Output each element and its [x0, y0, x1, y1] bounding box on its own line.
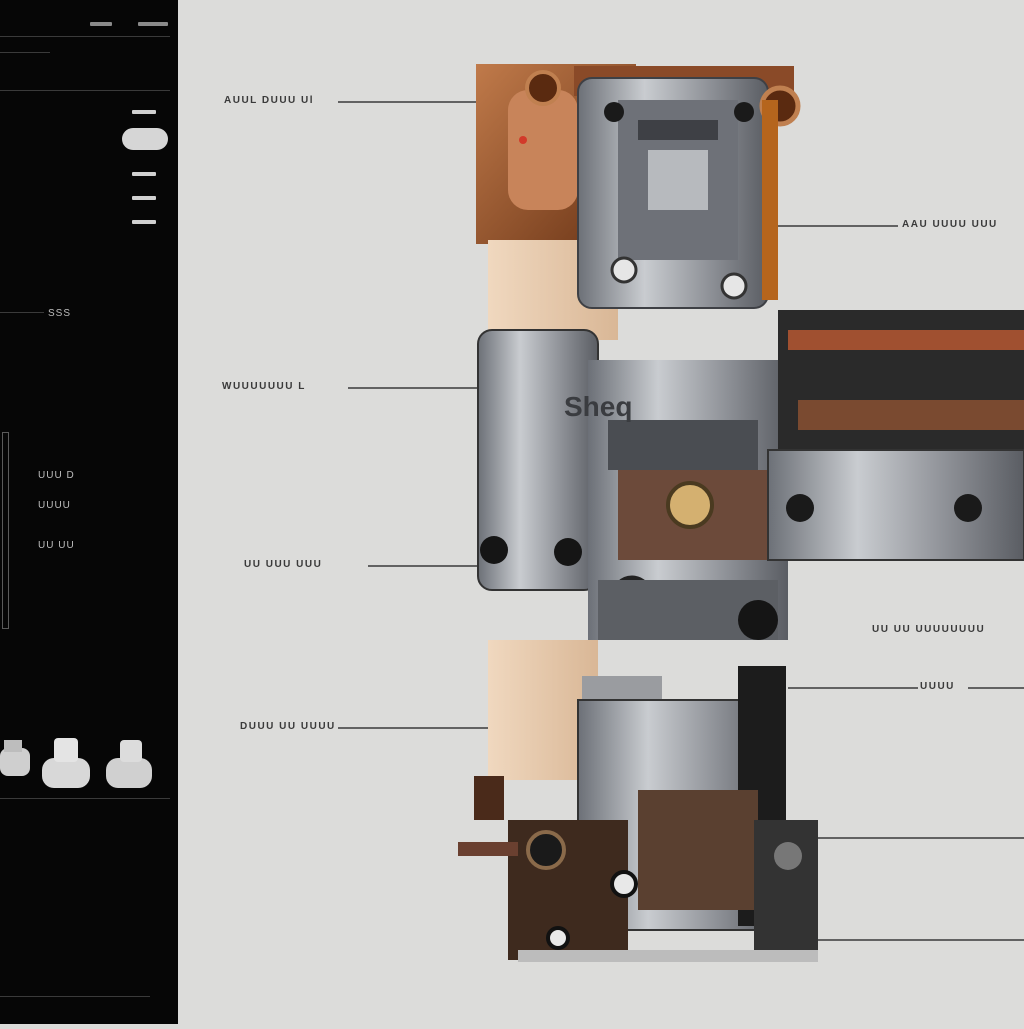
sidebar-rule-top — [0, 36, 170, 37]
sidebar-bar — [132, 110, 156, 114]
part-thumbnail-icon[interactable] — [0, 740, 30, 776]
middle-module[interactable]: Sheq — [477, 310, 1024, 640]
sidebar-label: UUU D — [38, 470, 75, 481]
callout-label-left: AUUL DUUU Ul — [224, 95, 315, 106]
exploded-assembly-diagram: Sheq — [338, 64, 1024, 962]
sidebar-rule-4 — [0, 312, 44, 313]
part-thumbnail-icon[interactable] — [42, 738, 90, 788]
left-sidebar-panel: SSS UUU D UUUU UU UU — [0, 0, 178, 1024]
sidebar-label: UUUU — [38, 500, 71, 511]
callout-label-right: UUUU — [920, 681, 955, 692]
top-module[interactable] — [476, 64, 801, 340]
callout-label-left: UU UUU UUU — [244, 559, 323, 570]
sidebar-label: UU UU — [38, 540, 75, 551]
sidebar-bar — [132, 220, 156, 224]
sidebar-thumbnail-row — [0, 738, 152, 788]
sidebar-header-mark-2 — [138, 22, 168, 26]
sidebar-toggle-icon[interactable] — [122, 128, 168, 150]
sidebar-label: SSS — [48, 308, 72, 319]
diagram-canvas: Sheq AUUL DUUU Ul WUUUUUUU L UU UUU UUU … — [178, 0, 1024, 1024]
sidebar-bar — [132, 196, 156, 200]
part-stamp-text: Sheq — [564, 391, 632, 422]
sidebar-rule-2 — [0, 52, 50, 53]
sidebar-rule-5 — [0, 798, 170, 799]
callout-leaders-right — [768, 225, 1024, 941]
sidebar-rule-bottom — [0, 996, 150, 997]
bottom-module[interactable] — [458, 640, 818, 962]
sidebar-header-mark — [90, 22, 112, 26]
sidebar-rule-3 — [0, 90, 170, 91]
callout-label-left: DUUU UU UUUU — [240, 721, 336, 732]
sidebar-bar — [132, 172, 156, 176]
callout-label-right: AAU UUUU UUU — [902, 219, 998, 230]
callout-label-right: UU UU UUUUUUUU — [872, 624, 986, 635]
sidebar-scrollbar[interactable] — [2, 432, 9, 629]
callout-label-left: WUUUUUUU L — [222, 381, 306, 392]
part-thumbnail-icon[interactable] — [106, 740, 152, 788]
